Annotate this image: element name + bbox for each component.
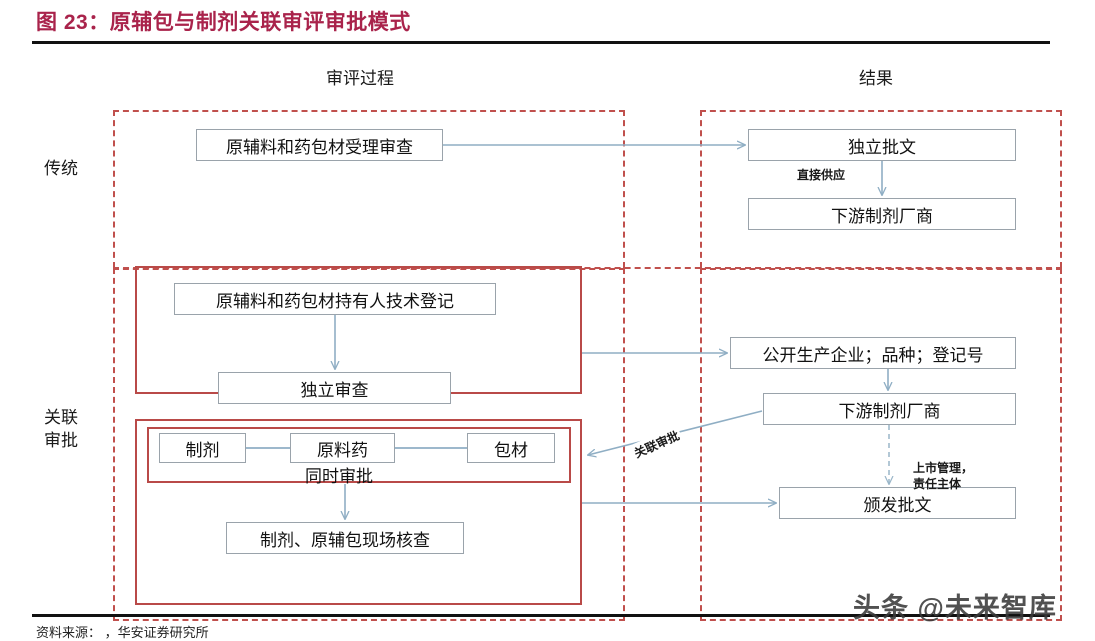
region-associated-result (700, 268, 1062, 621)
box-independent-approval-doc[interactable]: 独立批文 (748, 129, 1016, 161)
row-label-associated-approval: 关联 审批 (44, 407, 78, 453)
column-header-result: 结果 (859, 69, 893, 88)
group-box-concurrent-outer (135, 419, 582, 605)
column-header-review-process: 审评过程 (326, 69, 394, 88)
group-box-concurrent-inner (147, 427, 571, 483)
box-holder-technical-registration[interactable]: 原辅料和药包材持有人技术登记 (174, 283, 496, 315)
box-issue-approval-document[interactable]: 颁发批文 (779, 487, 1016, 519)
box-material-acceptance-review[interactable]: 原辅料和药包材受理审查 (196, 129, 443, 161)
box-independent-review[interactable]: 独立审查 (218, 372, 451, 404)
page-title: 图 23：原辅包与制剂关联审评审批模式 (36, 11, 411, 34)
label-concurrent-approval: 同时审批 (305, 467, 373, 486)
box-packaging-material[interactable]: 包材 (467, 433, 555, 463)
region-row-divider (113, 267, 1062, 269)
label-direct-supply: 直接供应 (797, 168, 846, 182)
title-divider (32, 41, 1050, 44)
row-label-associated-line2: 审批 (44, 430, 78, 450)
source-line: 资料来源： ，华安证券研究所 (36, 625, 209, 640)
label-linked-approval: 关联审批 (629, 424, 685, 464)
title-bar: 图 23：原辅包与制剂关联审评审批模式 (0, 0, 1095, 48)
row-label-traditional: 传统 (44, 159, 78, 178)
box-downstream-manufacturer-associated[interactable]: 下游制剂厂商 (763, 393, 1016, 425)
box-preparation[interactable]: 制剂 (159, 433, 246, 463)
label-market-management-line2: 责任主体 (913, 477, 962, 492)
row-label-associated-line1: 关联 (44, 408, 78, 427)
label-market-management-line1: 上市管理， (913, 461, 974, 475)
box-downstream-manufacturer-traditional[interactable]: 下游制剂厂商 (748, 198, 1016, 230)
bottom-divider (32, 614, 1050, 617)
label-market-management: 上市管理， 责任主体 (913, 460, 973, 492)
watermark: 头条 @未来智库 (853, 593, 1057, 623)
box-onsite-inspection[interactable]: 制剂、原辅包现场核查 (226, 522, 464, 554)
box-api-drug-substance[interactable]: 原料药 (290, 433, 395, 463)
region-traditional-result (700, 110, 1062, 268)
region-traditional-process (113, 110, 625, 268)
box-public-manufacturer-info[interactable]: 公开生产企业；品种；登记号 (730, 337, 1016, 369)
